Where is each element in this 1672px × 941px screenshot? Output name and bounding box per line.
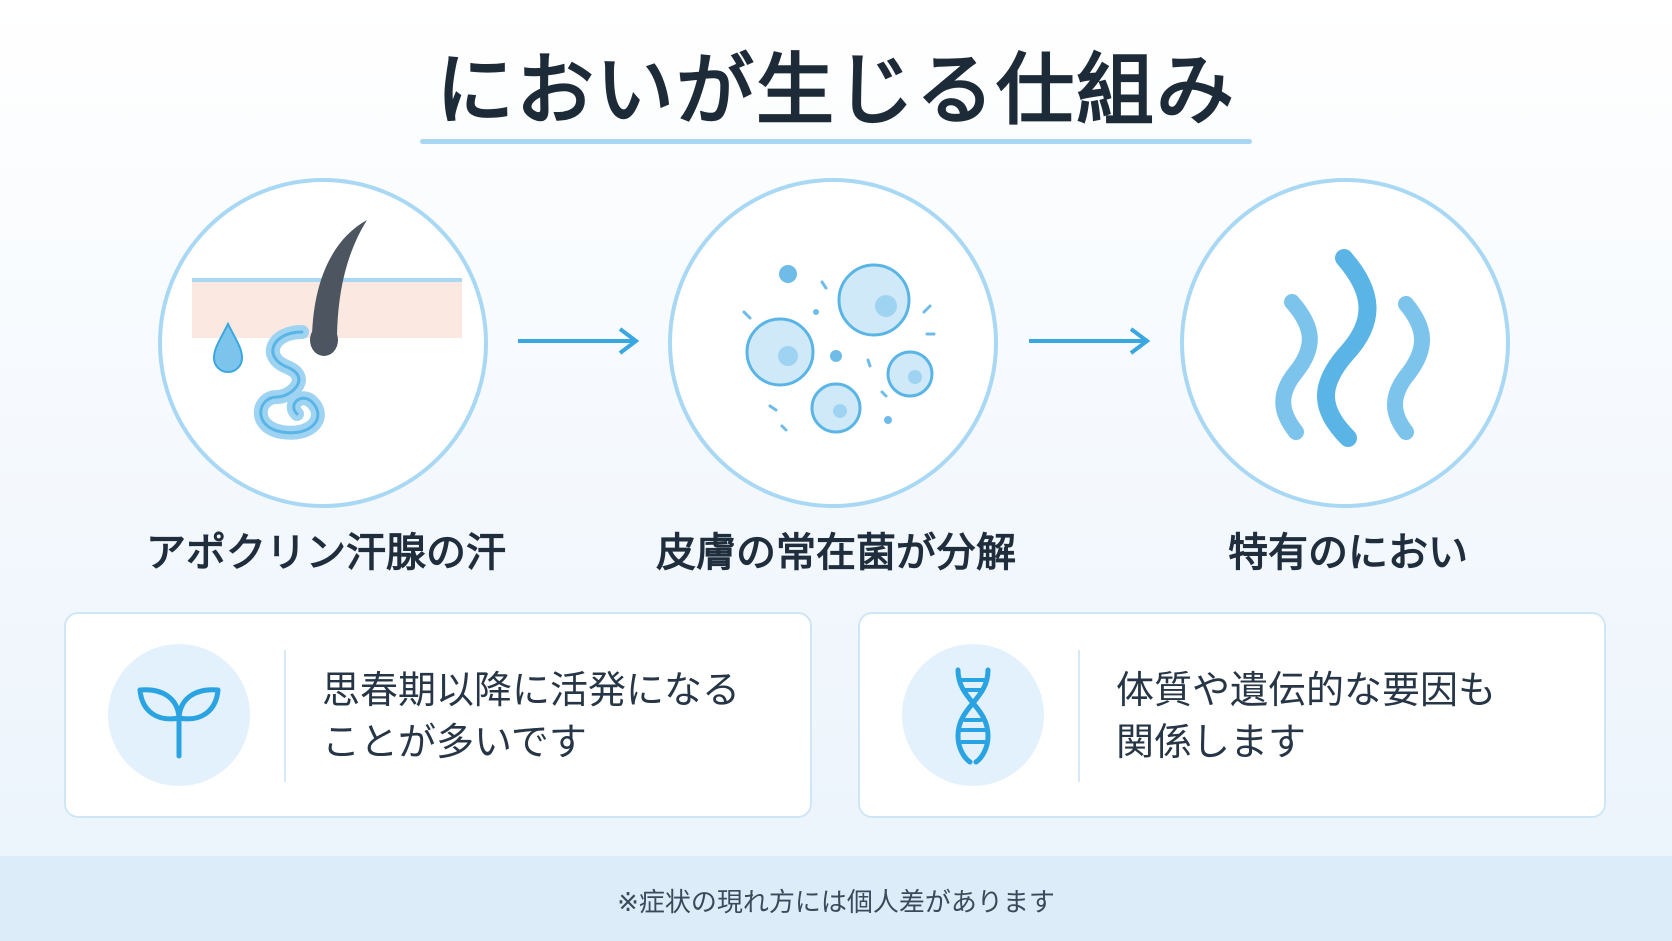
card-icon-background (902, 644, 1044, 786)
card-icon-background (108, 644, 250, 786)
card-divider (284, 650, 286, 782)
title-underline (420, 139, 1252, 144)
footer-bar: ※症状の現れ方には個人差があります (0, 856, 1672, 941)
odor-waves-icon (1275, 249, 1430, 447)
card-text-line: 思春期以降に活発になる (322, 668, 741, 712)
dna-icon (955, 667, 991, 765)
arrow-right-icon (518, 327, 640, 355)
card-text-line: 体質や遺伝的な要因も (1116, 668, 1497, 712)
step-label: 皮膚の常在菌が分解 (656, 530, 1016, 576)
sweat-gland-icon (192, 220, 462, 440)
sprout-icon (137, 687, 221, 759)
card-text-line: ことが多いです (322, 720, 587, 764)
step-circle (1180, 178, 1510, 508)
card-text-line: 関係します (1116, 720, 1307, 764)
card-divider (1078, 650, 1080, 782)
step-circle (158, 178, 488, 508)
card-text: 体質や遺伝的な要因も 関係します (1116, 664, 1586, 768)
page-title: においが生じる仕組み (435, 46, 1236, 136)
step-label: 特有のにおい (1228, 530, 1468, 576)
bacteria-icon (742, 263, 936, 434)
card-text: 思春期以降に活発になる ことが多いです (322, 664, 792, 768)
arrow-right-icon (1029, 327, 1151, 355)
step-circle (668, 178, 998, 508)
info-card-genetics: 体質や遺伝的な要因も 関係します (858, 612, 1606, 818)
step-label: アポクリン汗腺の汗 (146, 530, 506, 576)
footer-note: ※症状の現れ方には個人差があります (617, 888, 1055, 918)
info-card-puberty: 思春期以降に活発になる ことが多いです (64, 612, 812, 818)
